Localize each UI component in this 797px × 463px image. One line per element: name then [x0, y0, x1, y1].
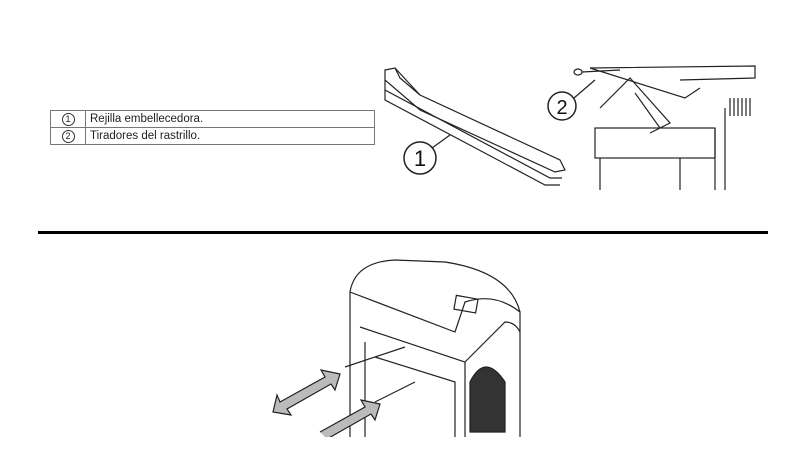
stove-illustration [272, 259, 521, 437]
callout-grille: 1 [414, 146, 426, 171]
legend-row: 2 Tiradores del rastrillo. [50, 127, 375, 145]
callout-circle-1 [403, 141, 437, 175]
legend-label: Rejilla embellecedora. [85, 110, 375, 128]
grille-illustration: 1 [384, 67, 566, 186]
callout-rake: 2 [556, 97, 567, 119]
rake-illustration: 2 [547, 65, 756, 190]
legend-number: 2 [61, 130, 75, 143]
legend-label: Tiradores del rastrillo. [85, 127, 375, 145]
parts-legend-table: 1 Rejilla embellecedora. 2 Tiradores del… [50, 110, 375, 145]
legend-number: 1 [61, 113, 75, 126]
legend-row: 1 Rejilla embellecedora. [50, 110, 375, 128]
section-divider [38, 231, 768, 234]
